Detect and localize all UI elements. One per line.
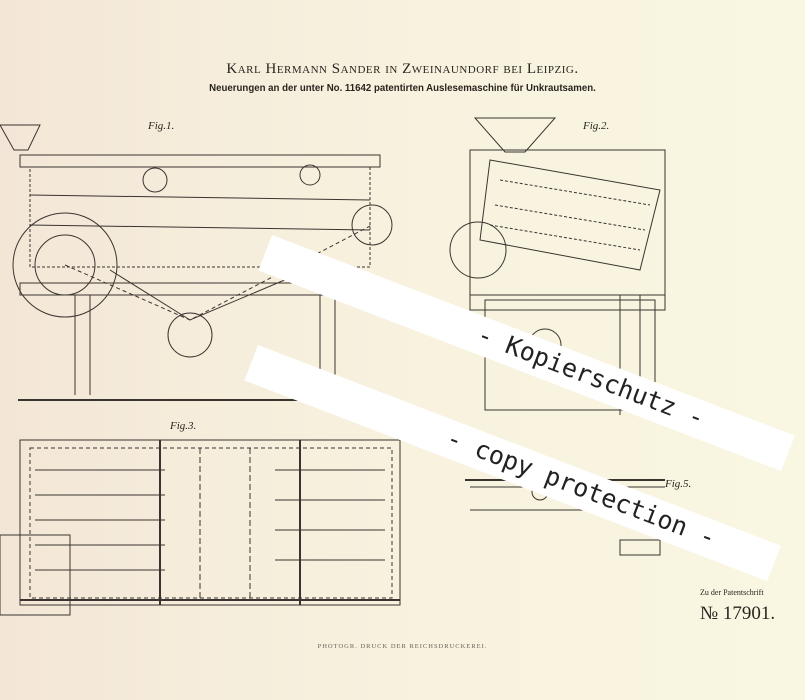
patent-subtitle: Neuerungen an der unter No. 11642 patent… <box>209 82 596 94</box>
figure-2-drawing <box>449 117 666 415</box>
patent-number: № 17901. <box>700 603 776 624</box>
figure-3-drawing <box>0 439 401 616</box>
figure-label-5: Fig.5. <box>665 478 692 490</box>
figure-label-2: Fig.2. <box>583 120 610 132</box>
patent-title: Karl Hermann Sander in Zweinaundorf bei … <box>226 61 579 77</box>
figure-label-1: Fig.1. <box>148 120 175 132</box>
patent-note: Zu der Patentschrift <box>700 588 764 597</box>
figure-label-3: Fig.3. <box>170 420 197 432</box>
printer-credit: PHOTOGR. DRUCK DER REICHSDRUCKEREI. <box>317 643 488 650</box>
